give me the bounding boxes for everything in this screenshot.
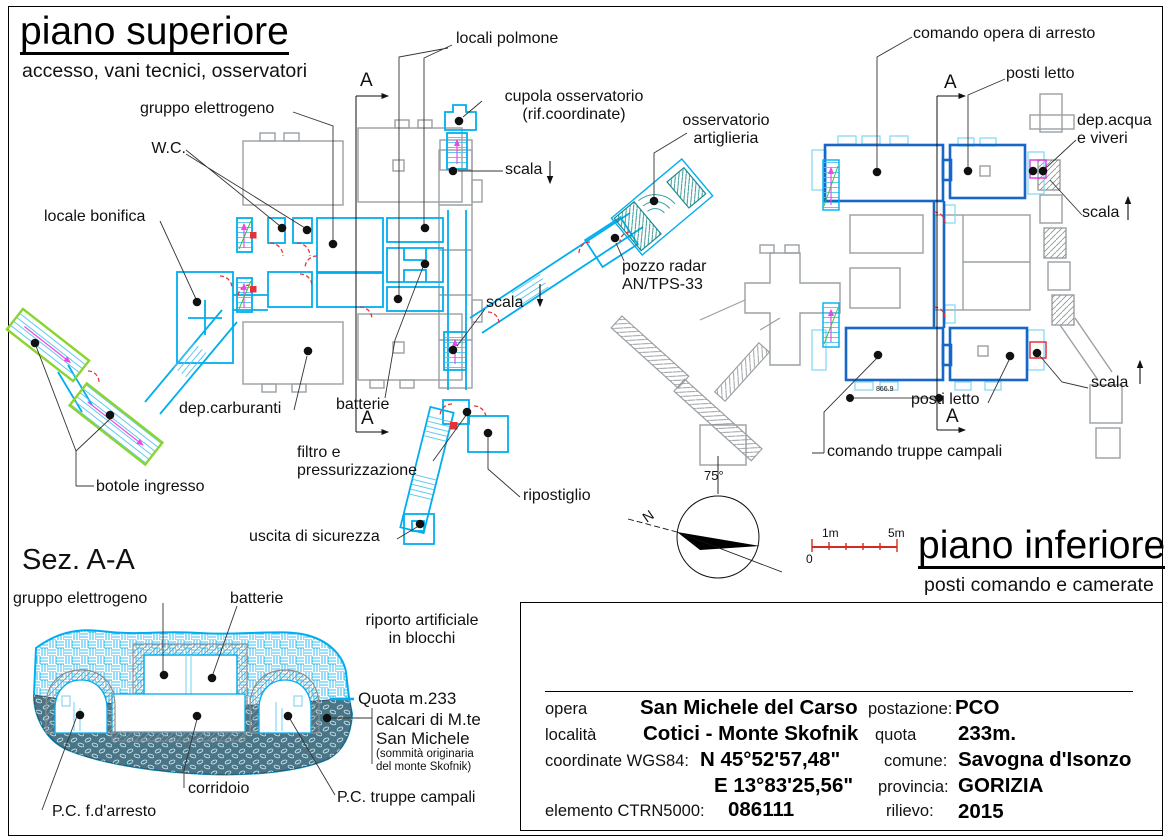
label-sez-gruppo: gruppo elettrogeno (13, 590, 148, 607)
label-posti-letto-bottom: posti letto (911, 391, 980, 408)
provincia-value: GORIZIA (958, 774, 1044, 797)
label-scala-right-bottom: scala (1091, 374, 1129, 391)
label-uscita-sicurezza: uscita di sicurezza (249, 528, 380, 545)
opera-value: San Michele del Carso (640, 696, 858, 719)
label-pc-truppe: P.C. truppe campali (337, 789, 476, 806)
label-posti-letto-top: posti letto (1006, 65, 1075, 82)
title-block (520, 602, 1163, 831)
section-drawing (32, 603, 373, 811)
quota-value: 233m. (958, 722, 1017, 745)
label-pozzo-radar: pozzo radar AN/TPS-33 (622, 258, 707, 294)
label-comando-opera: comando opera di arresto (913, 25, 1096, 42)
rilievo-value: 2015 (958, 800, 1004, 823)
label-filtro-pressurizzazione: filtro e pressurizzazione (297, 444, 418, 480)
section-title: Sez. A-A (22, 544, 135, 576)
comune-label: comune: (884, 752, 948, 770)
label-riporto: riporto artificiale in blocchi (365, 612, 479, 648)
section-marker-a-lower-top: A (944, 72, 957, 93)
compass-rose (627, 456, 783, 579)
label-scala-right-top: scala (1082, 204, 1120, 221)
postazione-value: PCO (955, 696, 1000, 719)
elemento-label: elemento CTRN5000: (545, 802, 705, 820)
upper-floor-title: piano superiore (20, 10, 289, 55)
section-marker-a-upper-bottom: A (361, 408, 374, 429)
label-scala-mid: scala (486, 294, 524, 311)
observatory-structure (610, 158, 714, 256)
label-pc-arresto: P.C. f.d'arresto (52, 803, 157, 820)
label-botole-ingresso: botole ingresso (96, 478, 205, 495)
label-gruppo-elettrogeno: gruppo elettrogeno (140, 100, 275, 117)
coordinate-n-value: N 45°52'57,48" (700, 748, 841, 771)
lower-floor-title: piano inferiore (918, 524, 1166, 569)
comune-value: Savogna d'Isonzo (958, 748, 1132, 771)
scale-bar (811, 539, 898, 552)
label-dep-carburanti: dep.carburanti (179, 400, 282, 417)
localita-label: località (545, 726, 597, 744)
label-comando-truppe: comando truppe campali (827, 443, 1003, 460)
dimension-text: 866.9 (876, 386, 894, 393)
label-quota: Quota m.233 (358, 689, 457, 708)
upper-floor-subtitle: accesso, vani tecnici, osservatori (22, 60, 308, 82)
title-block-rule (545, 691, 1133, 692)
label-sez-batterie: batterie (230, 590, 284, 607)
label-locali-polmone: locali polmone (456, 30, 559, 47)
label-corridoio: corridoio (188, 780, 250, 797)
elemento-value: 086111 (728, 798, 795, 821)
label-calcari: calcari di M.te San Michele (376, 710, 481, 749)
coordinate-label: coordinate WGS84: (545, 752, 689, 770)
rilievo-label: rilievo: (886, 802, 934, 820)
section-marker-a-lower-bottom: A (946, 406, 959, 427)
coordinate-e-value: E 13°83'25,56" (714, 774, 854, 797)
quota-label: quota (875, 726, 917, 744)
section-marker-a-upper-top: A (360, 70, 373, 91)
label-cupola-osservatorio: cupola osservatorio (rif.coordinate) (504, 88, 644, 124)
label-locale-bonifica: locale bonifica (44, 208, 146, 225)
compass-bearing: 75° (704, 468, 724, 483)
scalebar-1m: 1m (822, 526, 839, 540)
label-dep-acqua: dep.acqua e viveri (1077, 112, 1152, 148)
opera-label: opera (545, 700, 588, 718)
upper-plan-drawing (5, 44, 714, 545)
provincia-label: provincia: (878, 778, 949, 796)
label-scala-top: scala (505, 161, 543, 178)
lower-floor-subtitle: posti comando e camerate (924, 574, 1154, 596)
label-calcari-note: (sommità originaria del monte Skofnik) (376, 748, 474, 774)
label-osservatorio-artiglieria: osservatorio artiglieria (682, 112, 770, 148)
sheet-border (8, 6, 1163, 836)
localita-value: Cotici - Monte Skofnik (643, 722, 859, 745)
postazione-label: postazione: (868, 700, 953, 718)
lower-plan-drawing (610, 36, 1144, 466)
scalebar-0: 0 (806, 552, 813, 566)
label-batterie-plan: batterie (336, 396, 390, 413)
label-ripostiglio: ripostiglio (523, 487, 591, 504)
scalebar-5m: 5m (888, 526, 905, 540)
label-wc: W.C. (151, 140, 186, 157)
